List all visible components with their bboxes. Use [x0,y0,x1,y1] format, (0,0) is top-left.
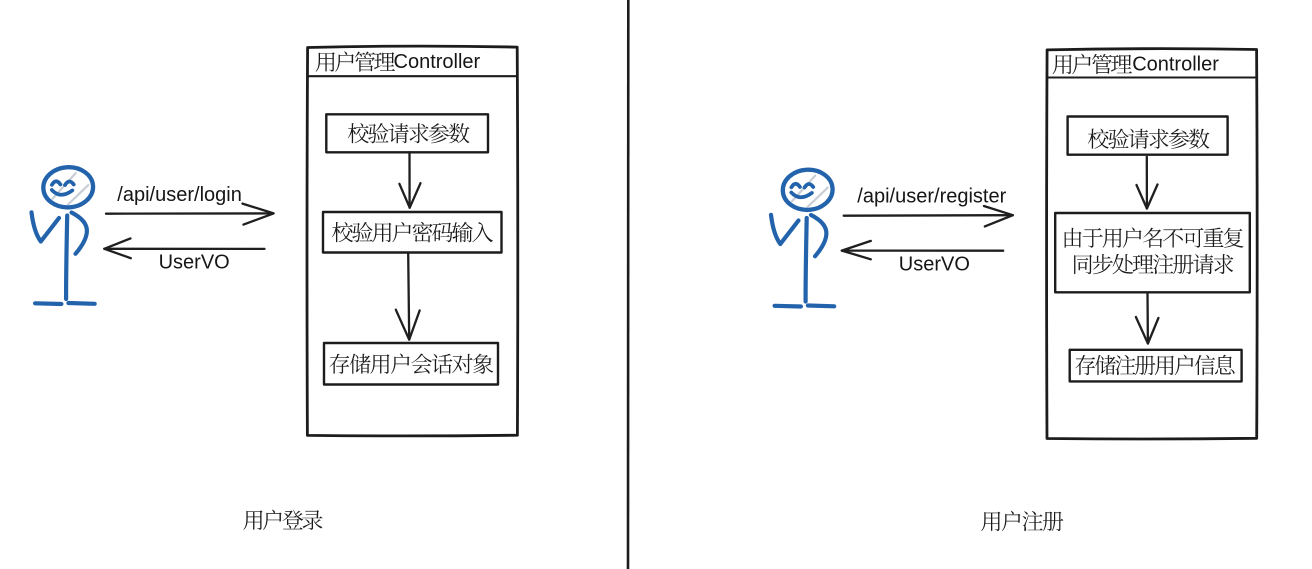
svg-text:/api/user/login: /api/user/login [117,184,242,206]
svg-text:UserVO: UserVO [159,252,230,274]
svg-text:Controller: Controller [1132,54,1219,76]
svg-text:Controller: Controller [394,51,481,73]
svg-text:UserVO: UserVO [899,253,970,275]
svg-text:/api/user/register: /api/user/register [857,185,1006,207]
